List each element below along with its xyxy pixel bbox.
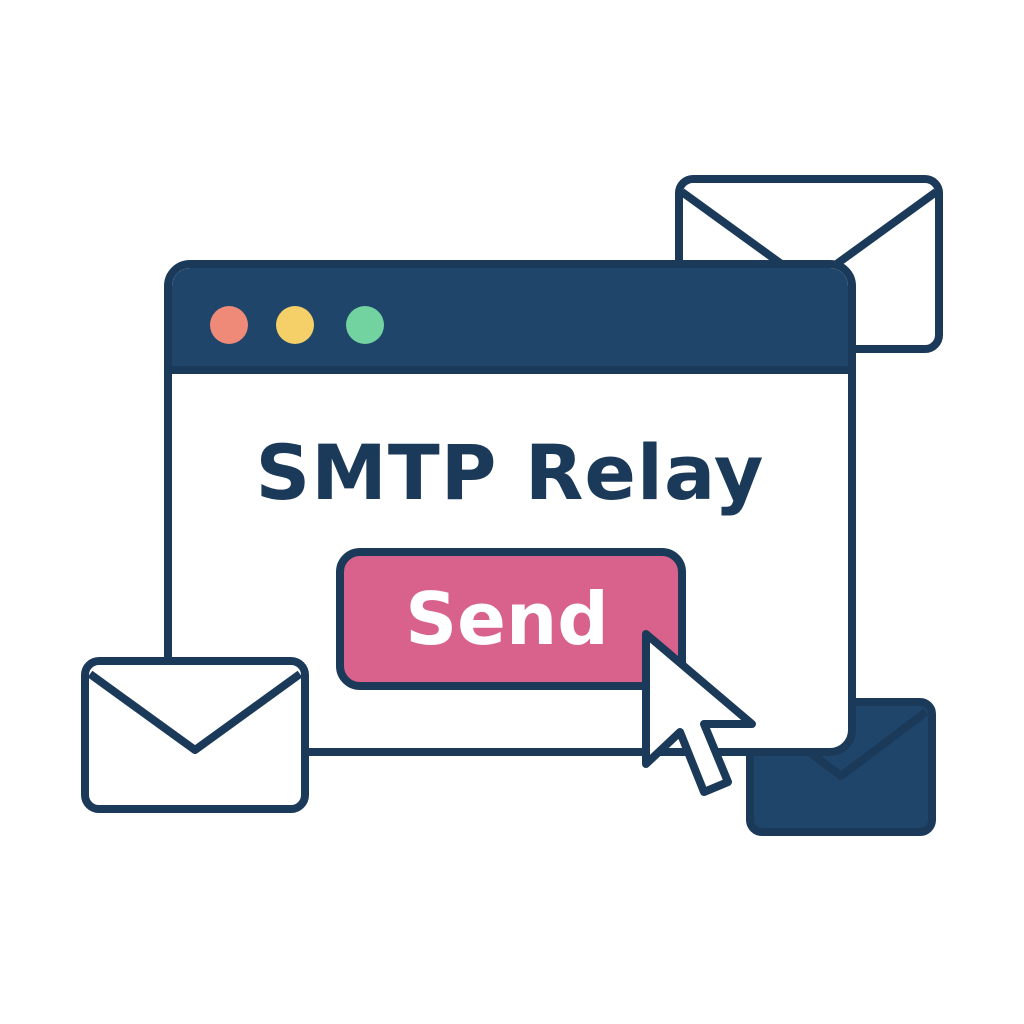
minimize-dot-icon[interactable]	[276, 306, 314, 344]
close-dot-icon[interactable]	[210, 306, 248, 344]
mouse-pointer-icon	[636, 626, 766, 802]
send-button[interactable]: Send	[336, 548, 686, 690]
window-titlebar	[172, 268, 848, 374]
envelope-icon	[80, 656, 310, 814]
maximize-dot-icon[interactable]	[346, 306, 384, 344]
page-title: SMTP Relay	[255, 428, 765, 517]
